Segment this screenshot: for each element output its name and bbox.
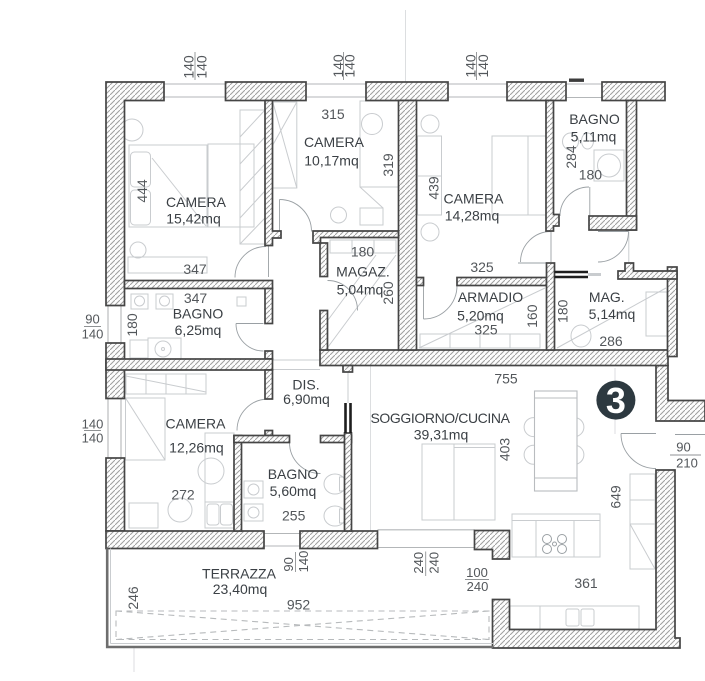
svg-text:649: 649 [608, 485, 624, 509]
svg-text:140: 140 [341, 54, 357, 78]
svg-text:SOGGIORNO/CUCINA: SOGGIORNO/CUCINA [370, 410, 510, 426]
svg-text:CAMERA: CAMERA [166, 416, 227, 432]
svg-text:90: 90 [281, 557, 296, 571]
svg-text:180: 180 [555, 299, 571, 323]
svg-text:284: 284 [563, 145, 579, 169]
svg-text:15,42mq: 15,42mq [166, 211, 220, 227]
svg-text:ARMADIO: ARMADIO [458, 289, 523, 305]
svg-text:BAGNO: BAGNO [268, 466, 319, 482]
svg-text:23,40mq: 23,40mq [213, 581, 267, 597]
svg-text:14,28mq: 14,28mq [445, 208, 499, 224]
svg-text:347: 347 [183, 261, 207, 277]
svg-text:403: 403 [497, 438, 513, 462]
svg-text:140: 140 [82, 417, 104, 432]
svg-text:BAGNO: BAGNO [173, 306, 224, 322]
svg-text:100: 100 [466, 565, 488, 580]
svg-text:BAGNO: BAGNO [569, 111, 620, 127]
svg-text:MAGAZ.: MAGAZ. [336, 264, 390, 280]
svg-text:5,11mq: 5,11mq [571, 129, 617, 145]
svg-text:10,17mq: 10,17mq [304, 153, 358, 169]
svg-text:CAMERA: CAMERA [166, 194, 227, 210]
svg-text:444: 444 [134, 179, 150, 203]
svg-text:286: 286 [599, 333, 623, 349]
svg-text:5,20mq: 5,20mq [457, 308, 504, 324]
svg-text:325: 325 [470, 259, 494, 275]
svg-text:DIS.: DIS. [292, 377, 319, 393]
svg-text:6,90mq: 6,90mq [283, 391, 330, 407]
svg-text:210: 210 [676, 456, 698, 471]
svg-text:439: 439 [426, 176, 442, 200]
svg-text:240: 240 [467, 579, 489, 594]
svg-text:255: 255 [282, 508, 306, 524]
svg-text:140: 140 [82, 431, 104, 446]
svg-text:90: 90 [85, 312, 99, 327]
svg-text:90: 90 [676, 440, 690, 455]
svg-text:260: 260 [380, 281, 396, 305]
svg-text:3: 3 [606, 380, 626, 421]
svg-text:5,14mq: 5,14mq [589, 306, 636, 322]
svg-text:755: 755 [494, 371, 518, 387]
svg-text:140: 140 [82, 327, 104, 342]
svg-text:361: 361 [574, 575, 598, 591]
svg-text:952: 952 [287, 597, 311, 613]
svg-text:180: 180 [124, 313, 140, 337]
svg-text:140: 140 [463, 54, 479, 78]
svg-text:319: 319 [380, 153, 396, 177]
svg-text:12,26mq: 12,26mq [169, 440, 223, 456]
svg-text:140: 140 [475, 54, 491, 78]
svg-text:140: 140 [193, 55, 209, 79]
svg-text:39,31mq: 39,31mq [414, 427, 468, 443]
svg-text:5,60mq: 5,60mq [270, 483, 317, 499]
svg-text:315: 315 [321, 106, 345, 122]
svg-text:240: 240 [411, 552, 426, 574]
svg-text:TERRAZZA: TERRAZZA [202, 566, 277, 582]
svg-text:325: 325 [474, 322, 498, 338]
svg-text:140: 140 [330, 54, 346, 78]
svg-text:180: 180 [579, 167, 603, 183]
svg-text:CAMERA: CAMERA [444, 191, 505, 207]
svg-text:240: 240 [427, 552, 442, 574]
svg-text:CAMERA: CAMERA [304, 134, 365, 150]
svg-text:347: 347 [184, 290, 208, 306]
svg-text:160: 160 [524, 304, 540, 328]
svg-text:5,04mq: 5,04mq [337, 282, 384, 298]
svg-text:140: 140 [296, 551, 311, 573]
svg-text:246: 246 [125, 586, 141, 610]
svg-text:MAG.: MAG. [589, 289, 625, 305]
svg-text:6,25mq: 6,25mq [175, 322, 222, 338]
svg-text:180: 180 [351, 244, 375, 260]
svg-text:140: 140 [180, 55, 196, 79]
svg-text:272: 272 [171, 487, 195, 503]
